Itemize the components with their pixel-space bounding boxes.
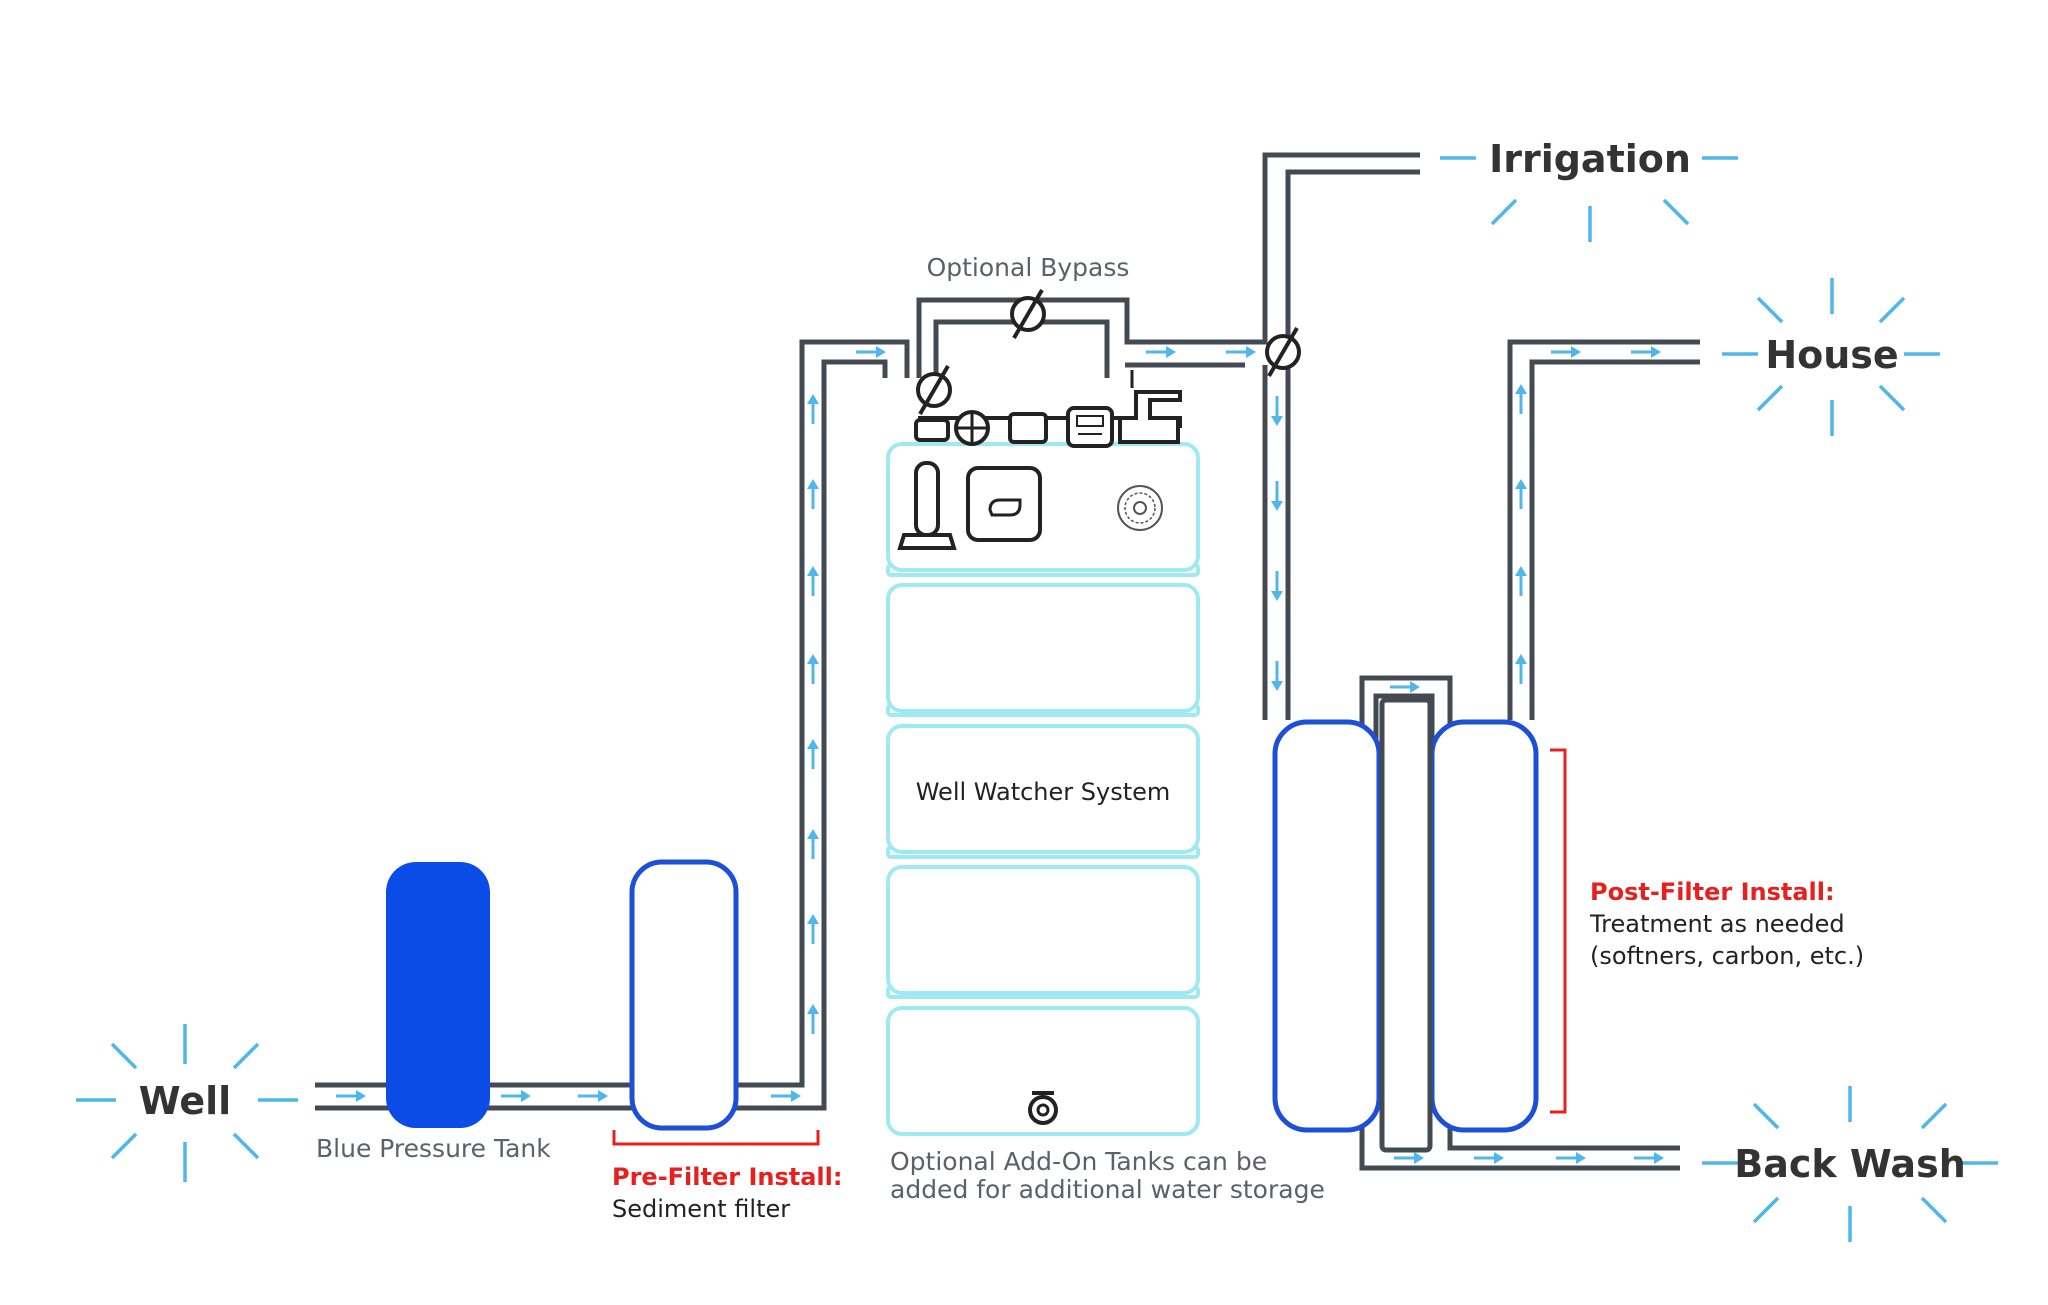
addon-tanks-line-2: added for additional water storage [890,1175,1325,1204]
uv-filter-icon [897,461,957,550]
control-panel-icon [966,466,1042,542]
irrigation-label: Irrigation [1489,137,1691,181]
optional-bypass-label: Optional Bypass [927,253,1130,282]
addon-tank-2 [886,1006,1200,1136]
well-watcher-logo [1117,485,1163,531]
addon-tank-1 [886,865,1200,995]
brine-tank [1379,697,1433,1153]
back-wash-label: Back Wash [1734,1142,1966,1186]
pressure-gauge-icon [1008,412,1048,444]
well-label: Well [139,1079,231,1123]
post-filter-line-1: Treatment as needed [1589,910,1845,938]
post-filter-line-2: (softners, carbon, etc.) [1590,942,1864,970]
storage-tank-1 [886,583,1200,713]
well-watcher-system [886,442,1200,1136]
inlet-valve-icon [916,364,952,416]
drain-plug-icon [1028,1091,1058,1125]
bypass-valve-icon [1010,288,1046,340]
pipe-fitting-icon [914,418,950,442]
equipment-manifold [914,370,1182,448]
control-module [886,442,1200,572]
addon-tanks-line-1: Optional Add-On Tanks can be [890,1147,1267,1176]
well-watcher-system-label: Well Watcher System [916,778,1171,806]
meter-icon [1066,406,1114,448]
storage-tank-2 [886,724,1200,854]
diverter-valve-icon [1265,326,1301,378]
blue-pressure-tank-label: Blue Pressure Tank [316,1134,551,1163]
post-filter-tank-left [1272,719,1382,1133]
post-filter-bracket [1550,748,1567,1114]
pre-filter-title: Pre-Filter Install: [612,1163,842,1191]
post-filter-title: Post-Filter Install: [1590,878,1835,906]
irrigation-burst [1440,156,1738,242]
post-filter-tanks [1272,697,1539,1153]
house-burst [1722,278,1940,436]
pre-filter-bracket [612,1130,820,1146]
well-burst [76,1024,298,1182]
house-label: House [1765,333,1898,377]
spigot-icon [1118,370,1182,444]
pre-filter-desc: Sediment filter [612,1195,790,1223]
shutoff-valve-icon [954,410,990,446]
post-filter-tank-right [1429,719,1539,1133]
pre-filter-tank [629,859,739,1131]
blue-pressure-tank [386,862,490,1128]
back-wash-burst [1702,1086,1998,1242]
